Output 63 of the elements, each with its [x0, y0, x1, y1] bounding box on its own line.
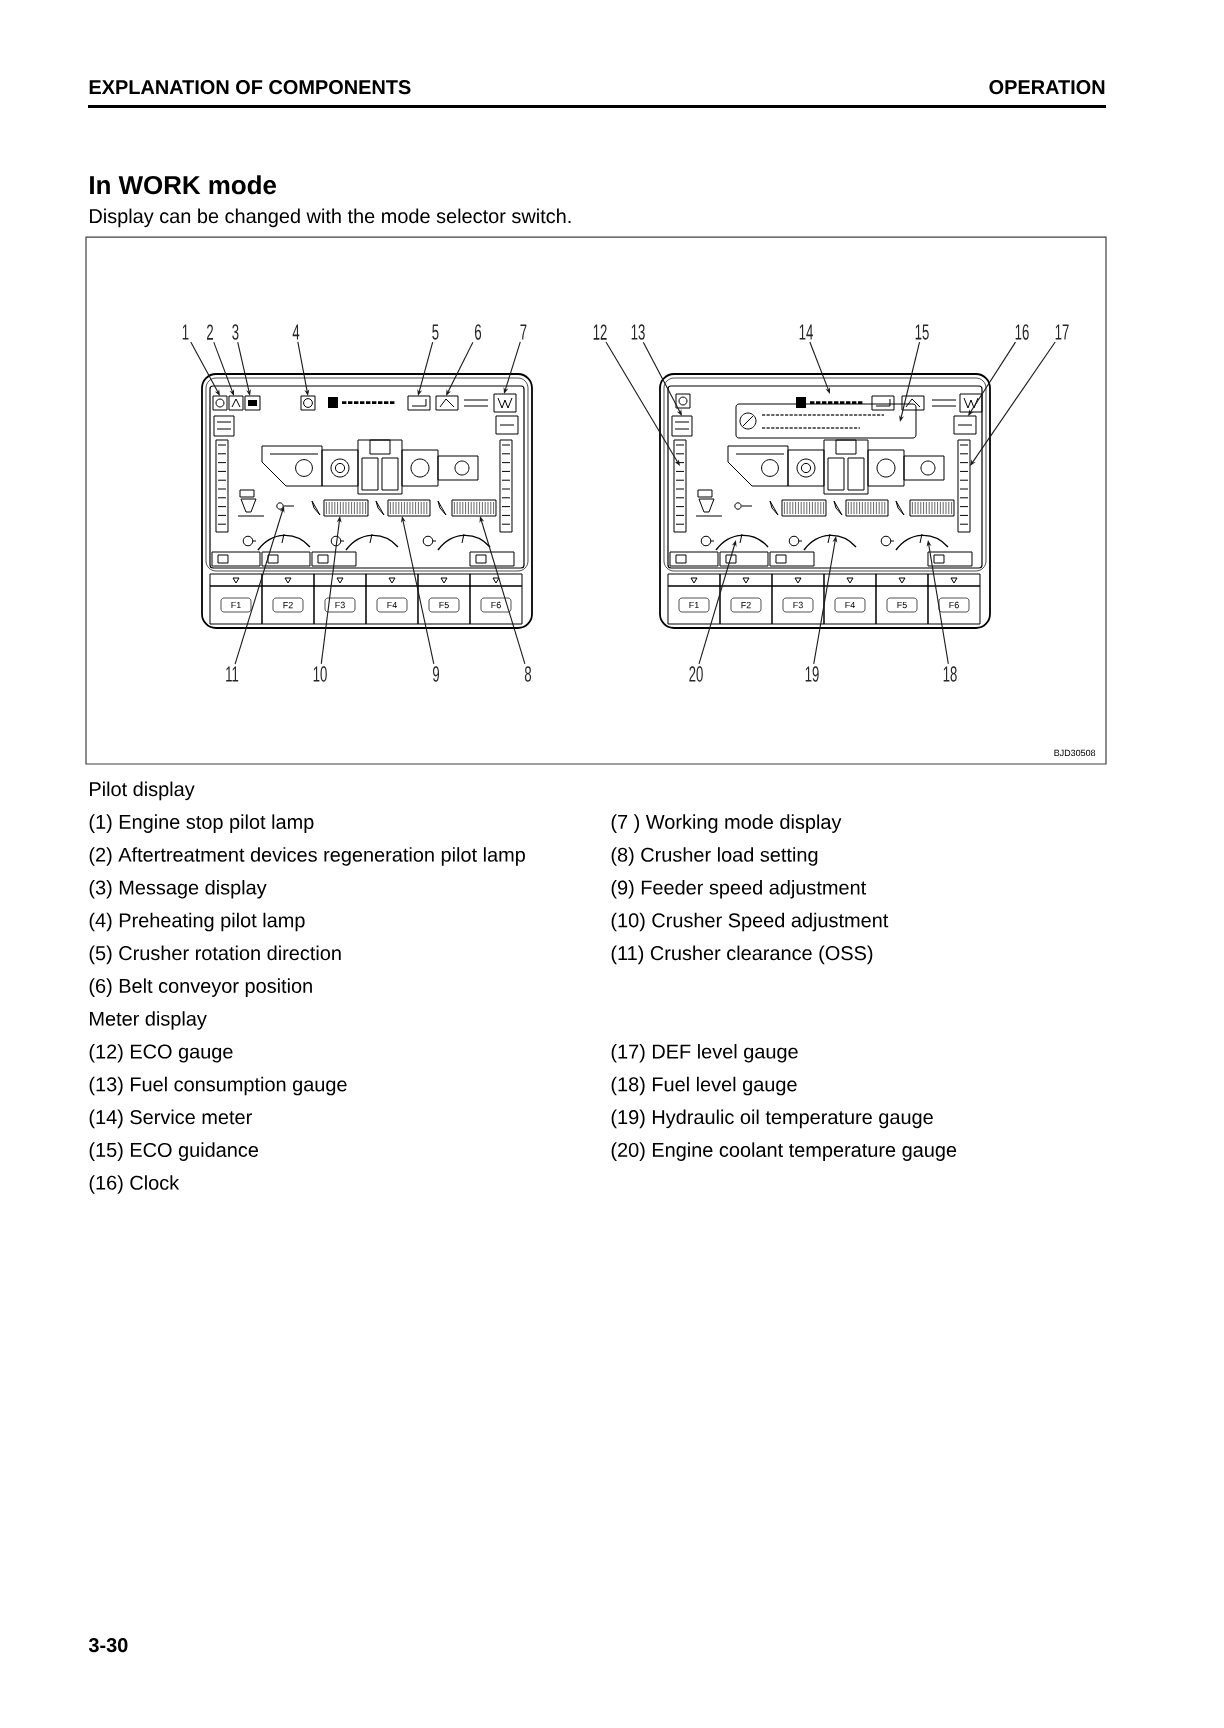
leader-line: [968, 341, 1016, 416]
callout-number: 8: [524, 666, 532, 682]
list-item: (19) Hydraulic oil temperature gauge: [611, 1109, 933, 1129]
callout-number: 10: [313, 666, 327, 682]
subtitle: Display can be changed with the mode selector switch.: [90, 208, 571, 228]
list-item: (4) Preheating pilot lamp: [89, 912, 305, 932]
leader-line: [190, 341, 220, 396]
running-header: OPERATION: [989, 80, 1105, 95]
callout-number: 11: [226, 666, 239, 682]
list-item: (11) Crusher clearance (OSS): [611, 945, 873, 965]
list-item: (9) Feeder speed adjustment: [611, 879, 867, 899]
list-item: (13) Fuel consumption gauge: [89, 1076, 347, 1096]
leader-line: [970, 341, 1056, 466]
leader-line: [698, 540, 737, 665]
list-item: (2) Aftertreatment devices regeneration pilot lamp: [89, 847, 525, 866]
leader-line: [605, 341, 680, 466]
list-item: (6) Belt conveyor position: [89, 978, 312, 997]
list-item: (3) Message display: [89, 879, 267, 899]
list-item: (17) DEF level gauge: [611, 1043, 798, 1063]
leader-line: [899, 341, 921, 422]
leader-line: [503, 341, 521, 394]
leader-line: [642, 341, 682, 416]
callout-number: 19: [805, 666, 819, 682]
list-item: (5) Crusher rotation direction: [89, 945, 341, 965]
leader-line: [417, 341, 434, 396]
list-item: (15) ECO guidance: [89, 1142, 258, 1161]
list-item: (1) Engine stop pilot lamp: [89, 814, 314, 833]
callout-number: 4: [292, 324, 300, 340]
leader-line: [809, 341, 830, 394]
callout-number: 14: [799, 324, 813, 340]
list-item: (20) Engine coolant temperature gauge: [611, 1142, 957, 1161]
callout-number: 2: [207, 324, 213, 340]
callout-number: 15: [915, 324, 929, 340]
callout-number: 1: [182, 324, 189, 340]
list-item: (12) ECO gauge: [89, 1043, 233, 1063]
callout-number: 17: [1055, 324, 1069, 340]
callout-number: 3: [232, 324, 239, 340]
callout-number: 5: [432, 324, 439, 340]
callout-number: 7: [520, 324, 527, 340]
leader-line: [479, 516, 526, 665]
running-header: EXPLANATION OF COMPONENTS: [89, 80, 411, 95]
list-item: (7 ) Working mode display: [611, 814, 842, 833]
callout-number: 12: [593, 324, 607, 340]
list-heading: Meter display: [90, 1011, 207, 1030]
callout-number: 16: [1015, 324, 1029, 340]
list-item: (14) Service meter: [89, 1109, 252, 1129]
callout-number: 18: [943, 666, 957, 682]
leader-line: [297, 341, 310, 396]
leader-line: [237, 341, 251, 396]
list-heading: Pilot display: [90, 781, 195, 801]
callout-number: 13: [631, 324, 645, 340]
leader-line: [213, 341, 234, 396]
leader-line: [446, 341, 474, 396]
callout-number: 6: [475, 324, 482, 340]
list-item: (10) Crusher Speed adjustment: [611, 912, 889, 932]
callout-number: 20: [689, 666, 703, 682]
list-item: (16) Clock: [89, 1175, 180, 1194]
page-number: 3-30: [88, 1638, 128, 1653]
callout-number: 9: [432, 666, 440, 682]
list-item: (8) Crusher load setting: [611, 847, 818, 866]
leader-line: [234, 506, 285, 665]
page-title: In WORK mode: [90, 175, 276, 195]
list-item: (18) Fuel level gauge: [611, 1076, 797, 1096]
